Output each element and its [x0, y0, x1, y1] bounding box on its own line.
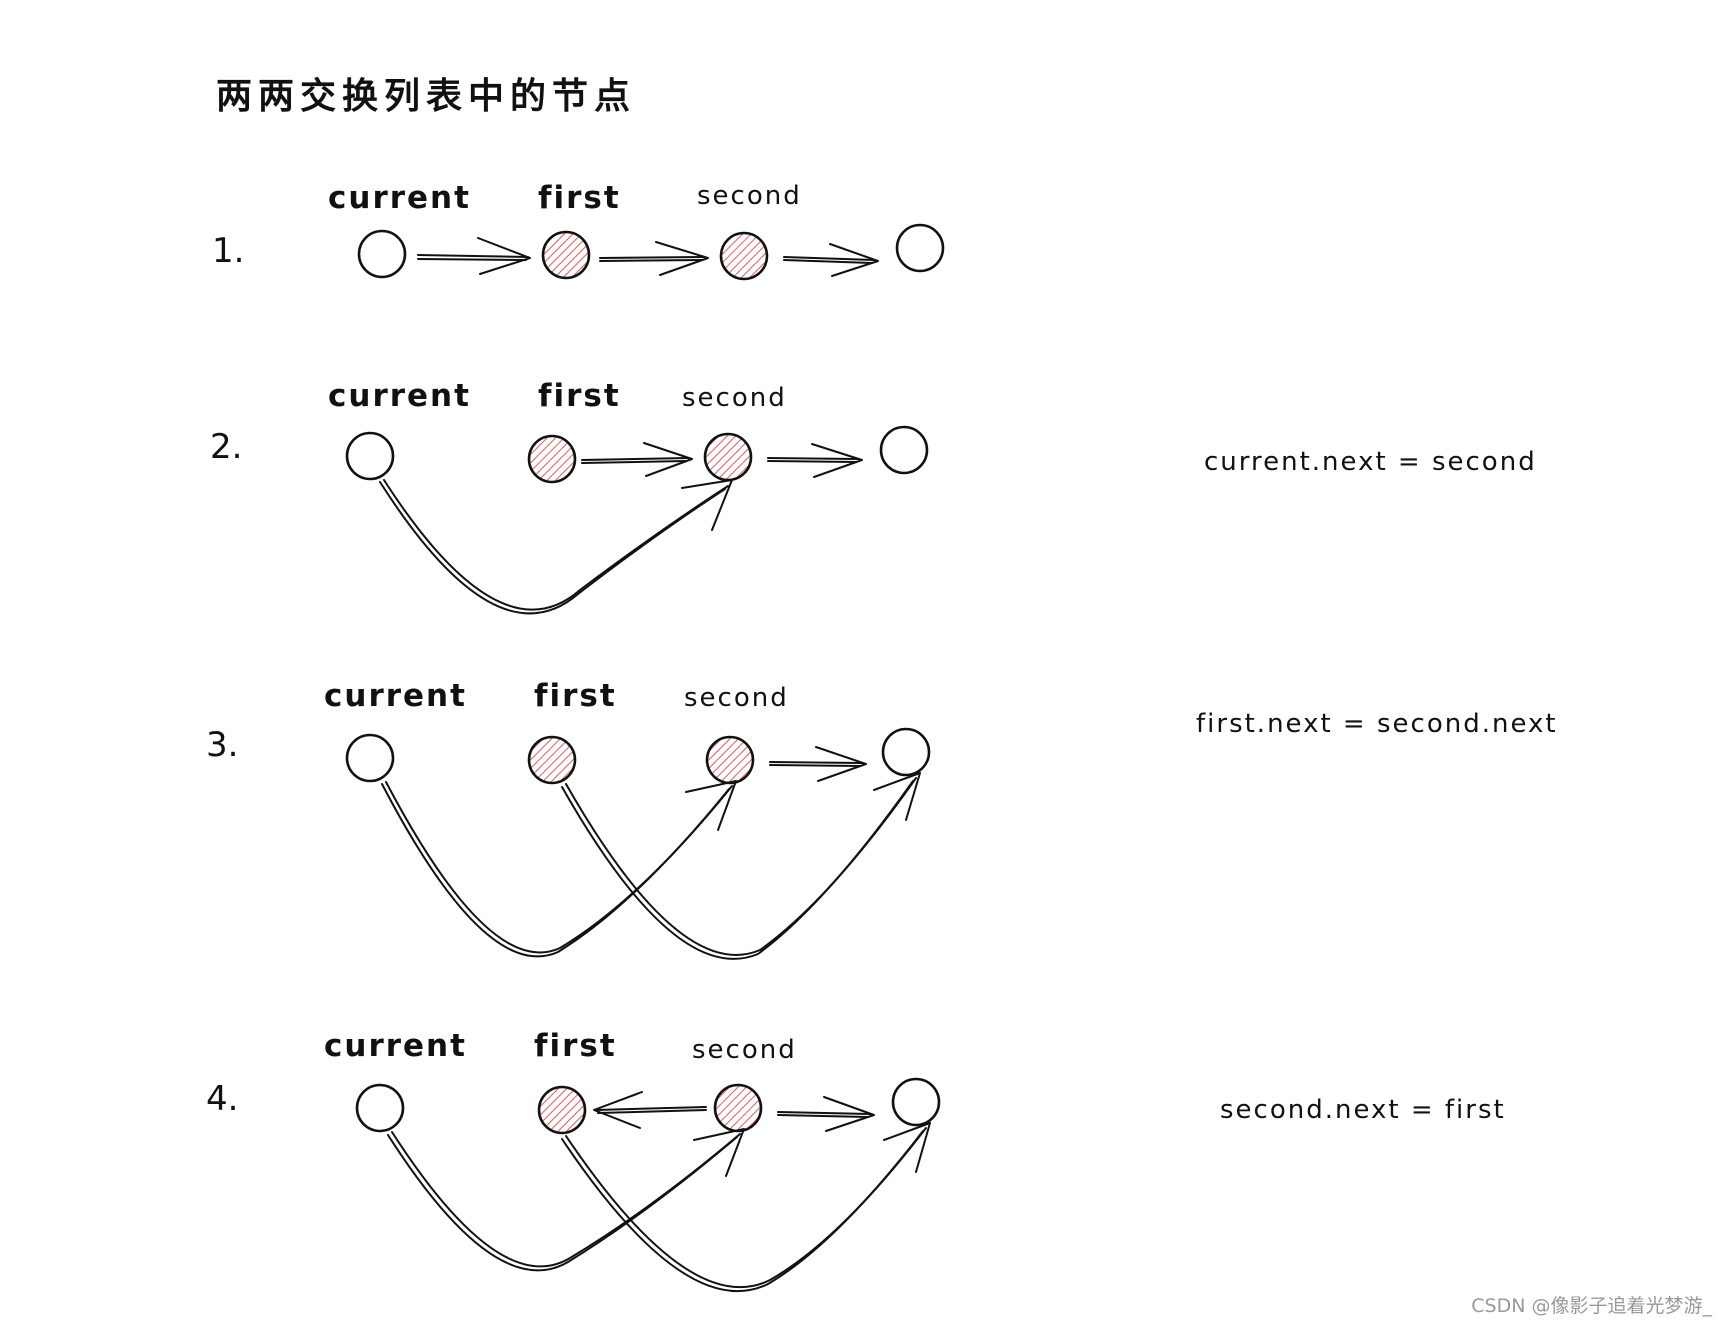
step-3-node-first — [527, 735, 577, 785]
watermark: CSDN @像影子追着光梦游_ — [1471, 1295, 1712, 1317]
step-3-arrow-current-second — [381, 780, 737, 958]
step-3-node-second — [705, 735, 755, 785]
step-4-node-second — [713, 1083, 763, 1133]
step-4-formula: second.next = first — [1220, 1095, 1506, 1125]
step-4-label-second: second — [692, 1035, 797, 1065]
step-1-label-first: first — [538, 180, 621, 216]
step-2-label-first: first — [538, 378, 621, 414]
step-4-label-current: current — [324, 1028, 467, 1064]
step-4-arrow-first-tail — [561, 1122, 931, 1293]
step-2-label-current: current — [328, 378, 471, 414]
step-2-node-tail — [879, 425, 929, 475]
step-2-arrow-current-second — [379, 479, 733, 615]
step-1-label-second: second — [697, 181, 802, 211]
step-3-formula: first.next = second.next — [1196, 709, 1558, 739]
step-1: 1. current first second — [212, 180, 945, 281]
step-1-label-current: current — [328, 180, 471, 216]
page-title: 两两交换列表中的节点 — [216, 75, 636, 117]
step-3-label-second: second — [684, 683, 789, 713]
step-1-number: 1. — [212, 231, 244, 271]
step-4-node-first — [537, 1085, 587, 1135]
step-3-node-current — [345, 733, 395, 783]
step-2-arrow-first-second — [581, 442, 693, 477]
step-1-arrow-second-tail — [783, 243, 879, 277]
step-2: 2. current first second current.next = s… — [210, 378, 1537, 615]
step-2-node-first — [527, 434, 577, 484]
step-4-label-first: first — [534, 1028, 617, 1064]
step-4: 4. current first second second.next = — [206, 1028, 1506, 1293]
step-1-node-first — [541, 230, 591, 280]
step-4-number: 4. — [206, 1079, 238, 1119]
step-3-number: 3. — [206, 725, 238, 765]
step-3-node-tail — [881, 727, 931, 777]
step-2-formula: current.next = second — [1204, 447, 1537, 477]
step-4-node-current — [355, 1083, 405, 1133]
step-3-arrow-first-tail — [561, 772, 921, 960]
step-2-node-current — [345, 431, 395, 481]
step-1-arrow-current-first — [417, 237, 531, 275]
step-4-node-tail — [891, 1077, 941, 1127]
step-3-arrow-second-tail — [769, 746, 867, 782]
step-1-node-current — [357, 229, 407, 279]
step-1-node-tail — [895, 223, 945, 273]
step-2-number: 2. — [210, 427, 242, 467]
step-4-arrow-current-second — [387, 1128, 745, 1272]
step-2-node-second — [703, 432, 753, 482]
step-1-node-second — [719, 231, 769, 281]
step-2-label-second: second — [682, 383, 787, 413]
step-1-arrow-first-second — [599, 241, 709, 276]
step-3-label-current: current — [324, 678, 467, 714]
step-4-arrow-second-first — [593, 1091, 707, 1129]
step-3: 3. current first second first.next = sec… — [206, 678, 1558, 960]
step-4-arrow-second-tail — [777, 1096, 875, 1132]
step-3-label-first: first — [534, 678, 617, 714]
step-2-arrow-second-tail — [767, 443, 863, 478]
